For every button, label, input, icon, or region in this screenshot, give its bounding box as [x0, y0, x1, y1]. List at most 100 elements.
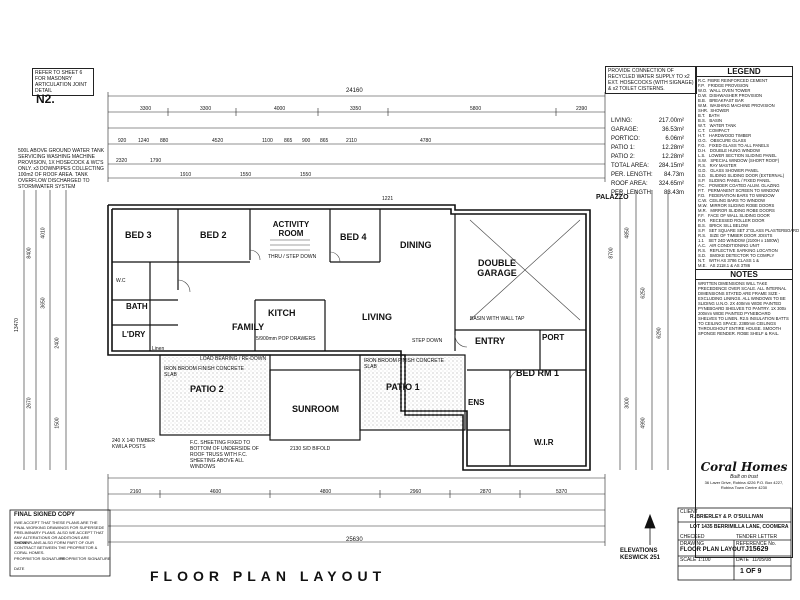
room-bath: BATH: [126, 302, 148, 311]
date-value: 11/05/08: [752, 557, 772, 563]
area-value: 12.28m²: [662, 145, 685, 151]
client-label: CLIENT: [680, 509, 698, 515]
reference-label: REFERENCE No.: [736, 541, 777, 547]
signed-copy-body: I/WE ACCEPT THAT THESE PLANS ARE THE FIN…: [14, 520, 105, 545]
timber-post-note: 240 X 140 TIMBER KWILA POSTS: [112, 438, 155, 450]
dim-left-3: 4010: [40, 227, 47, 239]
dim-top-3: 4000: [274, 106, 286, 112]
dim-row2-8: 865: [320, 138, 329, 144]
step-down-note: STEP DOWN: [412, 338, 443, 344]
dim-left-7: 1500: [54, 417, 61, 429]
area-value: 12.28m²: [662, 154, 685, 160]
area-row: GARAGE: 36.53m²: [609, 127, 686, 134]
proprietor-sign-2: PROPRIETOR SIGNATURE: [60, 556, 111, 561]
dim-bottom-4: 2960: [410, 489, 422, 495]
patio1-floor-note: IRON BROOM FINISH CONCRETE SLAB: [364, 358, 445, 370]
notes-header: NOTES: [696, 269, 792, 280]
elevations-label: ELEVATIONS: [620, 548, 658, 554]
area-row: PORTICO:6.06m²: [609, 136, 686, 143]
masonry-note: REFER TO SHEET 6 FOR MASONRY ARTICULATIO…: [32, 68, 94, 96]
room-wc: W.C: [116, 278, 126, 284]
client-lot: LOT 1435 BERRIMILLA LANE, COOMERA: [690, 524, 789, 530]
load-bearing-note: LOAD BEARING / RE-DOWN: [200, 356, 267, 362]
activity-note: THRU / STEP DOWN: [268, 254, 317, 260]
dim-left-4: 3650: [40, 297, 47, 309]
room-dining: DINING: [400, 240, 432, 250]
legend-codes: R.C. FIBRE REINFORCED CEMENT F.P. FRIDGE…: [698, 78, 800, 268]
dim-row3-4: 1550: [240, 172, 252, 178]
logo-tagline: Built on trust: [730, 474, 758, 480]
signed-date-label: DATE: [14, 566, 25, 571]
scale-value: 1:100: [698, 557, 711, 563]
area-label: PER. LENGTH:: [611, 172, 653, 178]
legend-panel: LEGEND R.C. FIBRE REINFORCED CEMENT F.P.…: [695, 66, 800, 558]
dim-left-2: 8400: [26, 247, 33, 259]
signed-copy-body2: THESE PLANS ALSO FORM PART OF OUR CONTRA…: [14, 540, 98, 555]
reference-number: J15629: [745, 546, 769, 553]
dim-row2-1: 920: [118, 138, 127, 144]
room-ldry: L'DRY: [122, 330, 146, 339]
area-value: 84.73m: [664, 172, 685, 178]
dim-overall-top: 24160: [346, 88, 363, 94]
room-port: PORT: [542, 333, 565, 342]
palazzo-label: PALAZZO: [596, 194, 629, 201]
tender-label: TENDER LETTER: [736, 534, 778, 540]
water-note: PROVIDE CONNECTION OF RECYCLED WATER SUP…: [605, 66, 697, 94]
room-kitch: KITCH: [268, 308, 296, 318]
area-row: ROOF AREA:324.65m²: [609, 181, 686, 188]
fc-sheeting-note: F.C. SHEETING FIXED TO BOTTOM OF UNDERSI…: [190, 440, 259, 470]
room-bed4: BED 4: [340, 232, 367, 242]
area-value: 36.53m²: [662, 127, 685, 133]
notes-body: WRITTEN DIMENSIONS WILL TAKE PRECEDENCE …: [698, 281, 789, 336]
area-label: PER. LENGTH:: [611, 190, 653, 196]
company-logo: Coral Homes Built on trust 36 Laver Driv…: [700, 460, 788, 490]
dim-row2-2: 1240: [138, 138, 150, 144]
scale-label: SCALE: [680, 557, 697, 563]
drawing-name: FLOOR PLAN LAYOUT: [680, 547, 745, 553]
area-label: PORTICO:: [611, 136, 640, 142]
area-row: LIVING:217.00m²: [609, 118, 686, 125]
room-activity: ACTIVITY ROOM: [272, 220, 310, 238]
dim-row2-10: 4780: [420, 138, 432, 144]
dim-top-4: 3350: [350, 106, 362, 112]
room-bed3: BED 3: [125, 230, 152, 240]
dim-bottom-5: 2870: [480, 489, 492, 495]
room-entry: ENTRY: [475, 336, 506, 346]
area-value: 83.43m: [664, 190, 685, 196]
dim-bottom-2: 4600: [210, 489, 222, 495]
area-label: TOTAL AREA:: [611, 163, 649, 169]
sheet-ref: N2.: [36, 92, 55, 106]
checked-label: CHECKED: [680, 534, 705, 540]
area-schedule: LIVING:217.00m² GARAGE: 36.53m² PORTICO:6.0…: [607, 116, 688, 199]
room-sunroom: SUNROOM: [292, 404, 339, 414]
area-value: 217.00m²: [658, 118, 685, 124]
sheet-number: 1 OF 9: [740, 568, 762, 575]
room-wir: W.I.R: [534, 438, 554, 447]
room-ens: ENS: [468, 398, 485, 407]
dim-row3-2: 1790: [150, 158, 162, 164]
room-patio1: PATIO 1: [386, 382, 420, 392]
logo-address: 36 Laver Drive, Robina 4226 P.O. Box 422…: [704, 480, 784, 490]
dim-right-4: 6290: [656, 327, 663, 339]
area-value: 324.65m²: [658, 181, 685, 187]
dim-row2-4: 4520: [212, 138, 224, 144]
area-label: GARAGE:: [611, 127, 639, 133]
dim-right-3: 6250: [640, 287, 647, 299]
dim-row2-6: 865: [284, 138, 293, 144]
area-row: TOTAL AREA:284.15m²: [609, 163, 686, 170]
area-row: PATIO 2:12.28m²: [609, 154, 686, 161]
dim-bottom-6: 5370: [556, 489, 568, 495]
dim-left-6: 2670: [26, 397, 33, 409]
dim-top-2: 3300: [200, 106, 212, 112]
logo-name: Coral Homes: [700, 460, 788, 474]
room-bedrm1: BED RM 1: [516, 368, 560, 378]
room-garage: DOUBLE GARAGE: [477, 258, 517, 278]
dim-right-1: 8700: [608, 247, 615, 259]
area-row: PER. LENGTH: 84.73m: [609, 172, 686, 179]
elevations-model: KESWICK 251: [620, 555, 661, 561]
dim-row3-1: 2320: [116, 158, 128, 164]
signed-copy-header: FINAL SIGNED COPY: [14, 512, 75, 518]
patio2-floor-note: IRON BROOM FINISH CONCRETE SLAB: [164, 366, 245, 378]
